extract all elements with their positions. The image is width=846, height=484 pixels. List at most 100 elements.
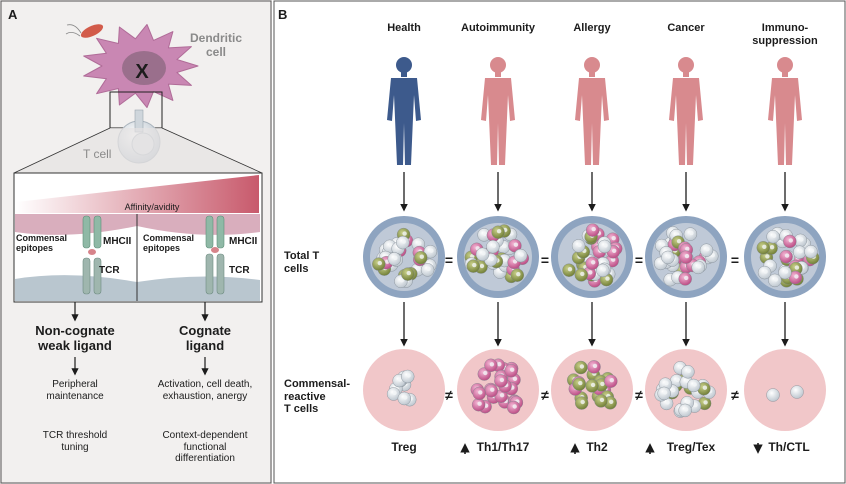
cell-nucleus [773, 277, 779, 282]
cell-nucleus [768, 262, 774, 268]
cell-nucleus [496, 229, 502, 234]
noncognate-title: Non-cognate weak ligand [35, 323, 115, 353]
cell-nucleus [429, 248, 434, 253]
cell-nucleus [611, 236, 616, 241]
cell-nucleus [580, 271, 585, 277]
noncognate-tcr-left [82, 257, 91, 295]
neq-sign: ≠ [541, 387, 549, 403]
cell-nucleus [402, 231, 407, 236]
cell-nucleus [689, 230, 694, 236]
affinity-avidity-label: Affinity/avidity [124, 202, 180, 212]
cell-nucleus [392, 390, 397, 396]
cell-nucleus [510, 367, 515, 372]
cell-nucleus [609, 399, 614, 404]
zoom-line-left [13, 127, 111, 174]
cell-nucleus [406, 373, 411, 378]
human-figure-icon [669, 57, 703, 165]
neq-sign: ≠ [635, 387, 643, 403]
cell-nucleus [406, 270, 411, 276]
cell-nucleus [419, 254, 424, 259]
cell-nucleus [490, 387, 495, 392]
cell-nucleus [590, 382, 596, 388]
cell-nucleus [765, 254, 770, 259]
panel-b-frame [273, 0, 846, 484]
noncognate-tuning: TCR threshold tuning [42, 430, 108, 453]
cell-nucleus [399, 278, 405, 283]
column-title-cancer: Cancer [667, 22, 705, 34]
neq-sign: ≠ [731, 387, 739, 403]
cell-nucleus [588, 270, 593, 275]
noncognate-mhcii-right [93, 215, 102, 249]
dendritic-cell-nucleus [122, 51, 166, 85]
cell-nucleus [666, 254, 672, 259]
outcome-allergy: Th2 [586, 440, 608, 454]
cell-nucleus [479, 263, 485, 269]
th2-cluster [567, 360, 618, 410]
neq-sign: ≠ [445, 387, 453, 403]
cell [790, 385, 804, 399]
cell-nucleus [798, 249, 803, 254]
panel-a-letter: A [8, 7, 18, 22]
cell-nucleus [664, 381, 669, 386]
panel-b-letter: B [278, 7, 288, 22]
cognate-mhcii-right [216, 215, 225, 249]
cell-nucleus [799, 237, 804, 242]
right-tcr-label: TCR [229, 265, 250, 276]
eq-sign: = [540, 252, 550, 268]
cell-nucleus [519, 252, 524, 257]
cell-nucleus [611, 257, 616, 262]
noncognate-tcr-right [93, 257, 102, 295]
cognate-mhcii-left [205, 215, 214, 249]
cell-nucleus [482, 231, 488, 237]
eq-sign: = [444, 252, 454, 268]
cognate-tuning: Context-dependent functional differentia… [162, 430, 248, 464]
cell-nucleus [491, 243, 497, 248]
cell-nucleus [769, 245, 775, 250]
right-epitopes-label: Commensal epitopes [143, 233, 195, 254]
cell-nucleus [603, 243, 608, 248]
cell-nucleus [794, 265, 800, 270]
treg-cluster [386, 369, 417, 407]
cell-nucleus [784, 253, 790, 258]
cell-nucleus [675, 377, 680, 383]
cognate-tcr-right [216, 253, 225, 295]
cell-nucleus [512, 376, 518, 381]
column-title-immunosuppression: Immuno- suppression [752, 22, 818, 47]
cell-nucleus [403, 395, 408, 400]
cell-nucleus [600, 381, 605, 387]
t-cell-label: T cell [83, 147, 112, 161]
cell-nucleus [499, 393, 505, 398]
cell-nucleus [763, 269, 768, 274]
left-tcr-label: TCR [99, 265, 120, 276]
cell-nucleus [497, 362, 502, 367]
cell-nucleus [788, 238, 793, 243]
cell-nucleus [503, 257, 508, 262]
cell-nucleus [516, 272, 521, 277]
cell-nucleus [783, 269, 789, 274]
cell-nucleus [477, 401, 482, 406]
cell-nucleus [697, 264, 702, 269]
cell-nucleus [676, 239, 682, 244]
cell-nucleus [483, 370, 488, 376]
cell-nucleus [609, 378, 614, 383]
cell-nucleus [489, 256, 494, 261]
cell-nucleus [612, 248, 617, 253]
cell-nucleus [472, 262, 477, 268]
cell-nucleus [426, 266, 431, 272]
human-figure-icon [481, 57, 515, 165]
outcome-immunosuppression: Th/CTL [768, 440, 810, 454]
cognate-title: Cognate ligand [179, 323, 231, 353]
dendritic-cell-label: Dendritic cell [189, 31, 243, 59]
cell-nucleus [578, 380, 583, 386]
cognate-tcr-left [205, 253, 214, 295]
cell-nucleus [591, 260, 596, 265]
noncognate-epitope [88, 249, 96, 255]
commensal-circle [744, 349, 826, 431]
noncognate-outcome: Peripheral maintenance [46, 379, 104, 402]
total-t-cells-cluster [654, 226, 719, 287]
cognate-outcome: Activation, cell death, exhaustion, aner… [157, 379, 253, 402]
treg-tex-cluster [654, 361, 716, 418]
outcome-health: Treg [391, 440, 417, 454]
